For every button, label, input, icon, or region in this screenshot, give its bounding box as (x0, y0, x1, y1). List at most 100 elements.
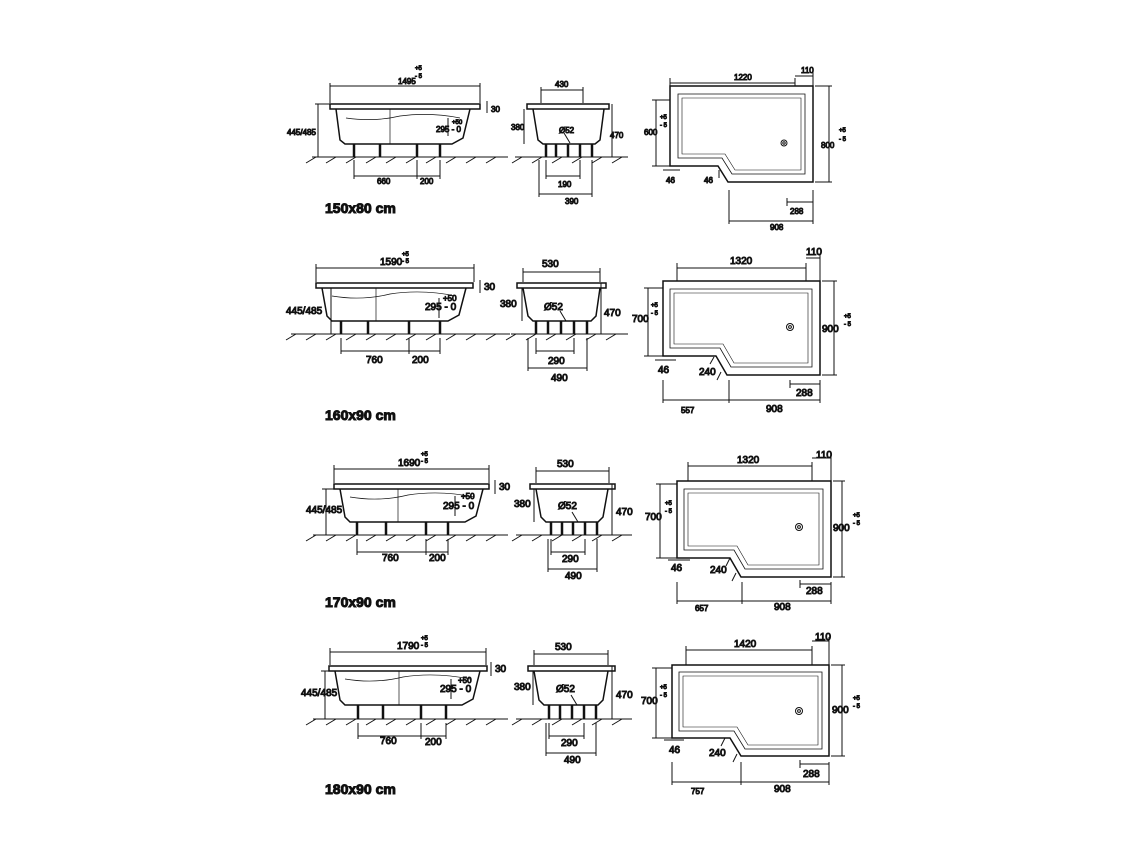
dim-plan-width-tol-plus: +5 (844, 314, 852, 320)
dim-plan-narrow-length: 908 (766, 404, 783, 415)
dim-plan-narrow-width: 700 (645, 512, 662, 523)
dim-inner-depth: 380 (514, 499, 531, 510)
section-170x90: 1690 +5 - 5 30 445/485 +50 295 - 0 760 2… (305, 450, 862, 614)
plan-view (656, 455, 845, 604)
dim-side-length-tol-plus: +5 (421, 452, 429, 458)
dim-plan-narrow-width: 700 (641, 696, 658, 707)
dim-corner-a: 46 (669, 745, 681, 756)
dim-overall-height: 445/485 (301, 688, 338, 699)
dim-drain-diameter: Ø52 (559, 126, 575, 135)
dim-side-length-tol-plus: +5 (415, 66, 423, 72)
side-view (305, 465, 508, 555)
dim-inner-span: 190 (558, 180, 572, 189)
dim-plan-width: 900 (822, 324, 839, 335)
end-view (511, 87, 628, 197)
dim-plan-narrow-width: 700 (632, 314, 649, 325)
dim-plan-narrow-tol-plus: +5 (660, 115, 668, 121)
dim-plan-width-tol-plus: +5 (853, 513, 861, 519)
dim-plan-width: 800 (821, 141, 835, 150)
end-view (511, 467, 632, 572)
plan-view (652, 72, 832, 224)
dim-plan-width-tol-plus: +5 (853, 696, 861, 702)
dim-drain-offset: 288 (790, 207, 804, 216)
dim-plan-rim: 110 (816, 450, 832, 461)
dim-plan-narrow-tol-plus: +5 (660, 685, 668, 691)
dim-plan-length: 1420 (734, 639, 757, 650)
dim-rim: 30 (495, 664, 507, 675)
dim-plan-width-tol-plus: +5 (839, 128, 847, 134)
dim-side-length-tol-plus: +5 (421, 636, 429, 642)
dim-waste-height: 295 - 0 (436, 125, 461, 134)
dim-rim: 30 (499, 482, 511, 493)
dim-inner-span: 290 (561, 738, 578, 749)
section-title: 150x80 cm (325, 200, 396, 216)
dim-corner-b: 240 (710, 565, 727, 576)
dim-plan-narrow-width: 600 (644, 128, 658, 137)
side-view (305, 648, 508, 739)
dim-leg-offset: 200 (425, 737, 442, 748)
dim-corner-a: 46 (671, 563, 683, 574)
dim-plan-length: 1320 (737, 455, 760, 466)
side-view (285, 264, 510, 354)
side-view (305, 83, 508, 179)
dim-plan-narrow-length: 908 (770, 223, 784, 232)
end-view (505, 268, 628, 371)
dim-corner-a: 46 (666, 176, 675, 185)
section-160x90: 1590 +5 - 5 30 445/485 +50 295 - 0 760 2… (285, 247, 853, 424)
dim-inner-span: 290 (548, 356, 565, 367)
dim-plan-narrow-tol-plus: +5 (651, 303, 659, 309)
dim-plan-narrow-tol-plus: +5 (665, 501, 673, 507)
dim-corner-b: 46 (704, 176, 713, 185)
dim-drain-diameter: Ø52 (558, 501, 577, 512)
section-title: 170x90 cm (325, 594, 396, 610)
dim-leg-spacing: 660 (377, 177, 391, 186)
section-150x80: 1495 +5 - 5 30 445/485 +50 295 - 0 660 2… (287, 66, 848, 233)
dim-plan-width: 900 (833, 523, 850, 534)
dim-leg-spacing: 760 (382, 553, 399, 564)
dim-inner-depth: 380 (500, 299, 517, 310)
dim-outer-span: 490 (565, 571, 582, 582)
dim-side-length-tol-minus: - 5 (415, 74, 423, 80)
dim-leg-offset: 200 (412, 355, 429, 366)
dim-plan-width: 900 (832, 705, 849, 716)
dim-plan-wide-length: 757 (691, 787, 705, 796)
dim-outer-height: 470 (616, 507, 633, 518)
dim-corner-b: 240 (699, 367, 716, 378)
dim-inner-span: 290 (562, 554, 579, 565)
dim-outer-height: 470 (604, 308, 621, 319)
dim-outer-span: 490 (551, 373, 568, 384)
dim-plan-length: 1320 (730, 256, 753, 267)
dim-side-length: 1495 (398, 77, 416, 86)
dim-drain-diameter: Ø52 (556, 684, 575, 695)
dim-plan-narrow-tol-minus: - 5 (660, 123, 668, 129)
section-title: 180x90 cm (325, 781, 396, 797)
dim-side-length-tol-plus: +5 (402, 252, 410, 258)
dim-plan-width-tol-minus: - 5 (853, 521, 861, 527)
dim-leg-offset: 200 (420, 177, 434, 186)
dim-waste-height: 295 - 0 (443, 501, 475, 512)
dim-waste-height: 295 - 0 (425, 302, 457, 313)
dim-corner-a: 46 (658, 365, 670, 376)
dim-plan-length: 1220 (734, 73, 752, 82)
dim-plan-narrow-tol-minus: - 5 (651, 311, 659, 317)
dim-plan-wide-length: 557 (681, 406, 695, 415)
dim-end-width: 530 (555, 642, 572, 653)
end-view (511, 650, 632, 756)
dim-plan-rim: 110 (815, 632, 831, 643)
dim-overall-height: 445/485 (306, 505, 343, 516)
dim-outer-height: 470 (610, 131, 624, 140)
plan-view (652, 637, 845, 785)
section-title: 160x90 cm (325, 407, 396, 423)
dim-leg-spacing: 760 (366, 355, 383, 366)
dim-end-width: 530 (557, 459, 574, 470)
dim-drain-offset: 288 (796, 388, 813, 399)
dim-plan-width-tol-minus: - 5 (839, 137, 847, 143)
dim-overall-height: 445/485 (286, 306, 323, 317)
dim-side-length-tol-minus: - 5 (421, 459, 429, 465)
dim-corner-b: 240 (709, 748, 726, 759)
dim-side-length-tol-minus: - 5 (402, 259, 410, 265)
dim-plan-narrow-tol-minus: - 5 (665, 509, 673, 515)
plan-view (644, 254, 837, 403)
dim-waste-tol: +50 (461, 492, 475, 501)
